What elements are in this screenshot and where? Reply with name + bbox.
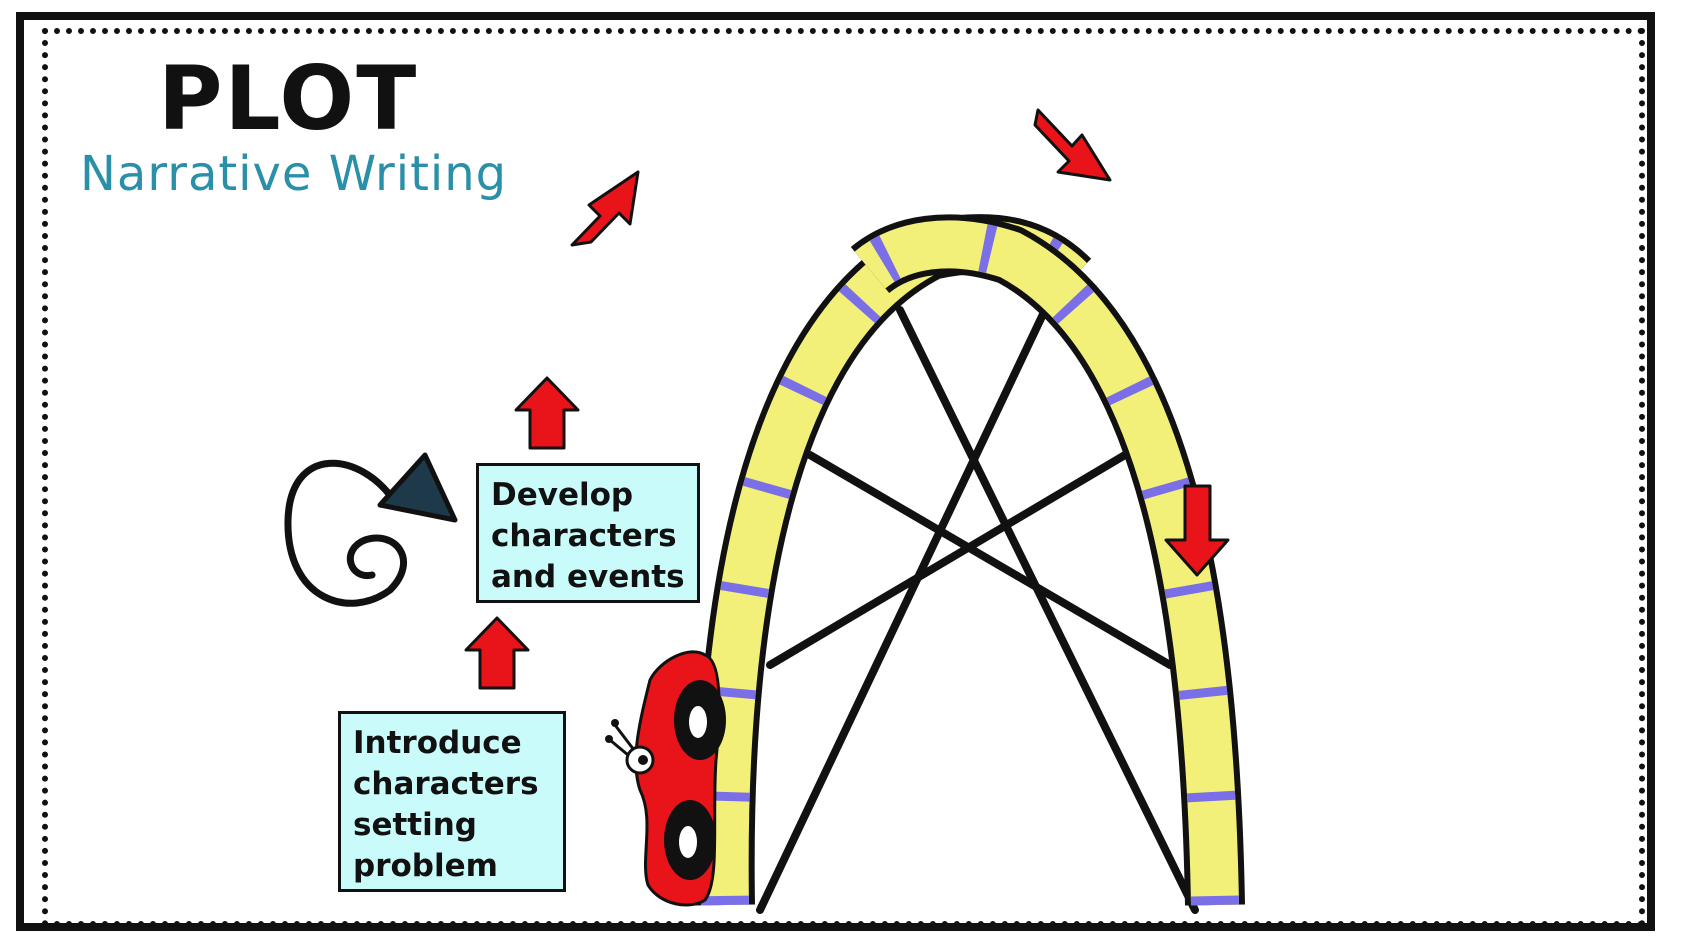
introduce-characters-box: Introduce characters setting problem [338,711,566,892]
support-beam [766,451,1129,669]
coaster-track-right [854,220,1239,906]
coaster-supports [756,306,1199,914]
arrow-down-right-icon [1033,108,1112,182]
box-line: and events [491,559,685,595]
box-line: setting [353,807,477,843]
box-line: characters [491,518,677,554]
box-line: characters [353,766,539,802]
box-line: Introduce [353,725,522,761]
dotted-border [42,28,1645,927]
arrow-up-right-icon [570,170,640,247]
develop-characters-box: Develop characters and events [476,463,700,603]
spiral-arrowhead-icon [377,452,458,523]
box-line: Develop [491,477,634,513]
red-roller-coaster-car-icon [605,650,726,907]
arrow-down-icon [1164,484,1230,577]
spiral-arrow-icon [284,459,407,607]
support-beam [756,306,1049,914]
arrow-up-icon [464,616,530,690]
box-line: problem [353,848,498,884]
support-beam [806,451,1174,669]
page-subtitle: Narrative Writing [80,146,508,202]
page-title: PLOT [158,47,419,150]
arrow-up-icon [514,376,580,450]
support-beam [896,306,1199,914]
